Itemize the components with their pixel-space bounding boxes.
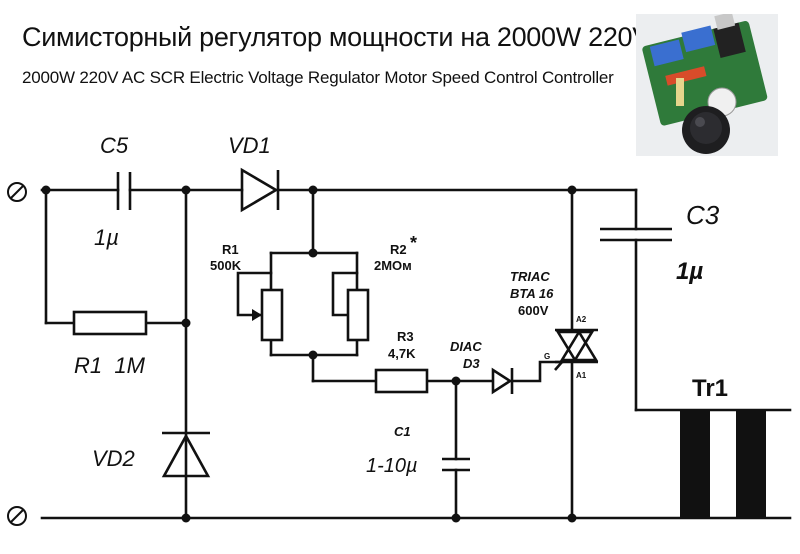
junction-dot	[567, 185, 577, 195]
label-d3: D3	[463, 356, 480, 371]
wiper-arrow-r1	[252, 309, 262, 321]
label-pin-g: G	[544, 352, 550, 361]
junction-dot	[451, 513, 461, 523]
label-c5-value: 1µ	[94, 225, 119, 250]
label-c3-value: 1µ	[676, 258, 703, 285]
junction-dot	[181, 185, 191, 195]
capacitor-c5	[116, 172, 132, 210]
capacitor-c3	[600, 227, 672, 242]
label-c5: C5	[100, 133, 129, 158]
junction-dot	[181, 318, 191, 328]
product-photo	[636, 14, 778, 156]
junction-dot	[308, 185, 318, 195]
label-tr1: Tr1	[692, 375, 728, 402]
diagram-subtitle: 2000W 220V AC SCR Electric Voltage Regul…	[22, 68, 614, 87]
label-r1-pot-value: 500K	[210, 258, 242, 273]
label-vd1: VD1	[228, 133, 271, 158]
label-triac: TRIAC	[510, 269, 550, 284]
label-pin-a1: A1	[576, 371, 587, 380]
wire-r2-wiper	[331, 271, 359, 317]
diac-d3	[491, 367, 514, 395]
label-vd2: VD2	[92, 446, 135, 471]
junction-dot	[41, 185, 51, 195]
diagram-title: Симисторный регулятор мощности на 2000W …	[22, 22, 650, 52]
junction-dot	[567, 513, 577, 523]
potentiometer-r1	[260, 288, 284, 342]
diode-vd1	[240, 167, 280, 213]
junction-dot	[451, 376, 461, 386]
label-diac: DIAC	[450, 339, 482, 354]
capacitor-c1	[442, 457, 470, 472]
label-c3: C3	[686, 200, 720, 230]
label-triac-voltage: 600V	[518, 303, 549, 318]
wire-gate	[510, 360, 564, 383]
label-pin-a2: A2	[576, 315, 587, 324]
label-r1-pot: R1	[222, 242, 239, 257]
label-r1-1m: R1 1M	[74, 353, 146, 378]
label-c1-value: 1-10µ	[366, 455, 418, 477]
terminal-top	[7, 182, 27, 202]
junction-dot	[308, 248, 318, 258]
diode-vd2	[161, 431, 211, 478]
label-r2: R2	[390, 242, 407, 257]
transformer-tr1	[680, 410, 766, 518]
label-c1: C1	[394, 424, 411, 439]
label-r2-value: 2МОм	[374, 258, 412, 273]
terminal-bottom	[7, 506, 27, 526]
potentiometer-r2	[346, 288, 370, 342]
resistor-r3	[374, 368, 429, 394]
resistor-r1-1m	[72, 310, 148, 336]
label-triac-model: BTA 16	[510, 286, 554, 301]
junction-dot	[308, 350, 318, 360]
label-r2-star: *	[410, 233, 417, 253]
triac-bta16	[554, 328, 599, 371]
label-r3: R3	[397, 329, 414, 344]
wire-r1-wiper	[236, 271, 273, 317]
junction-dot	[181, 513, 191, 523]
label-r3-value: 4,7K	[388, 346, 416, 361]
